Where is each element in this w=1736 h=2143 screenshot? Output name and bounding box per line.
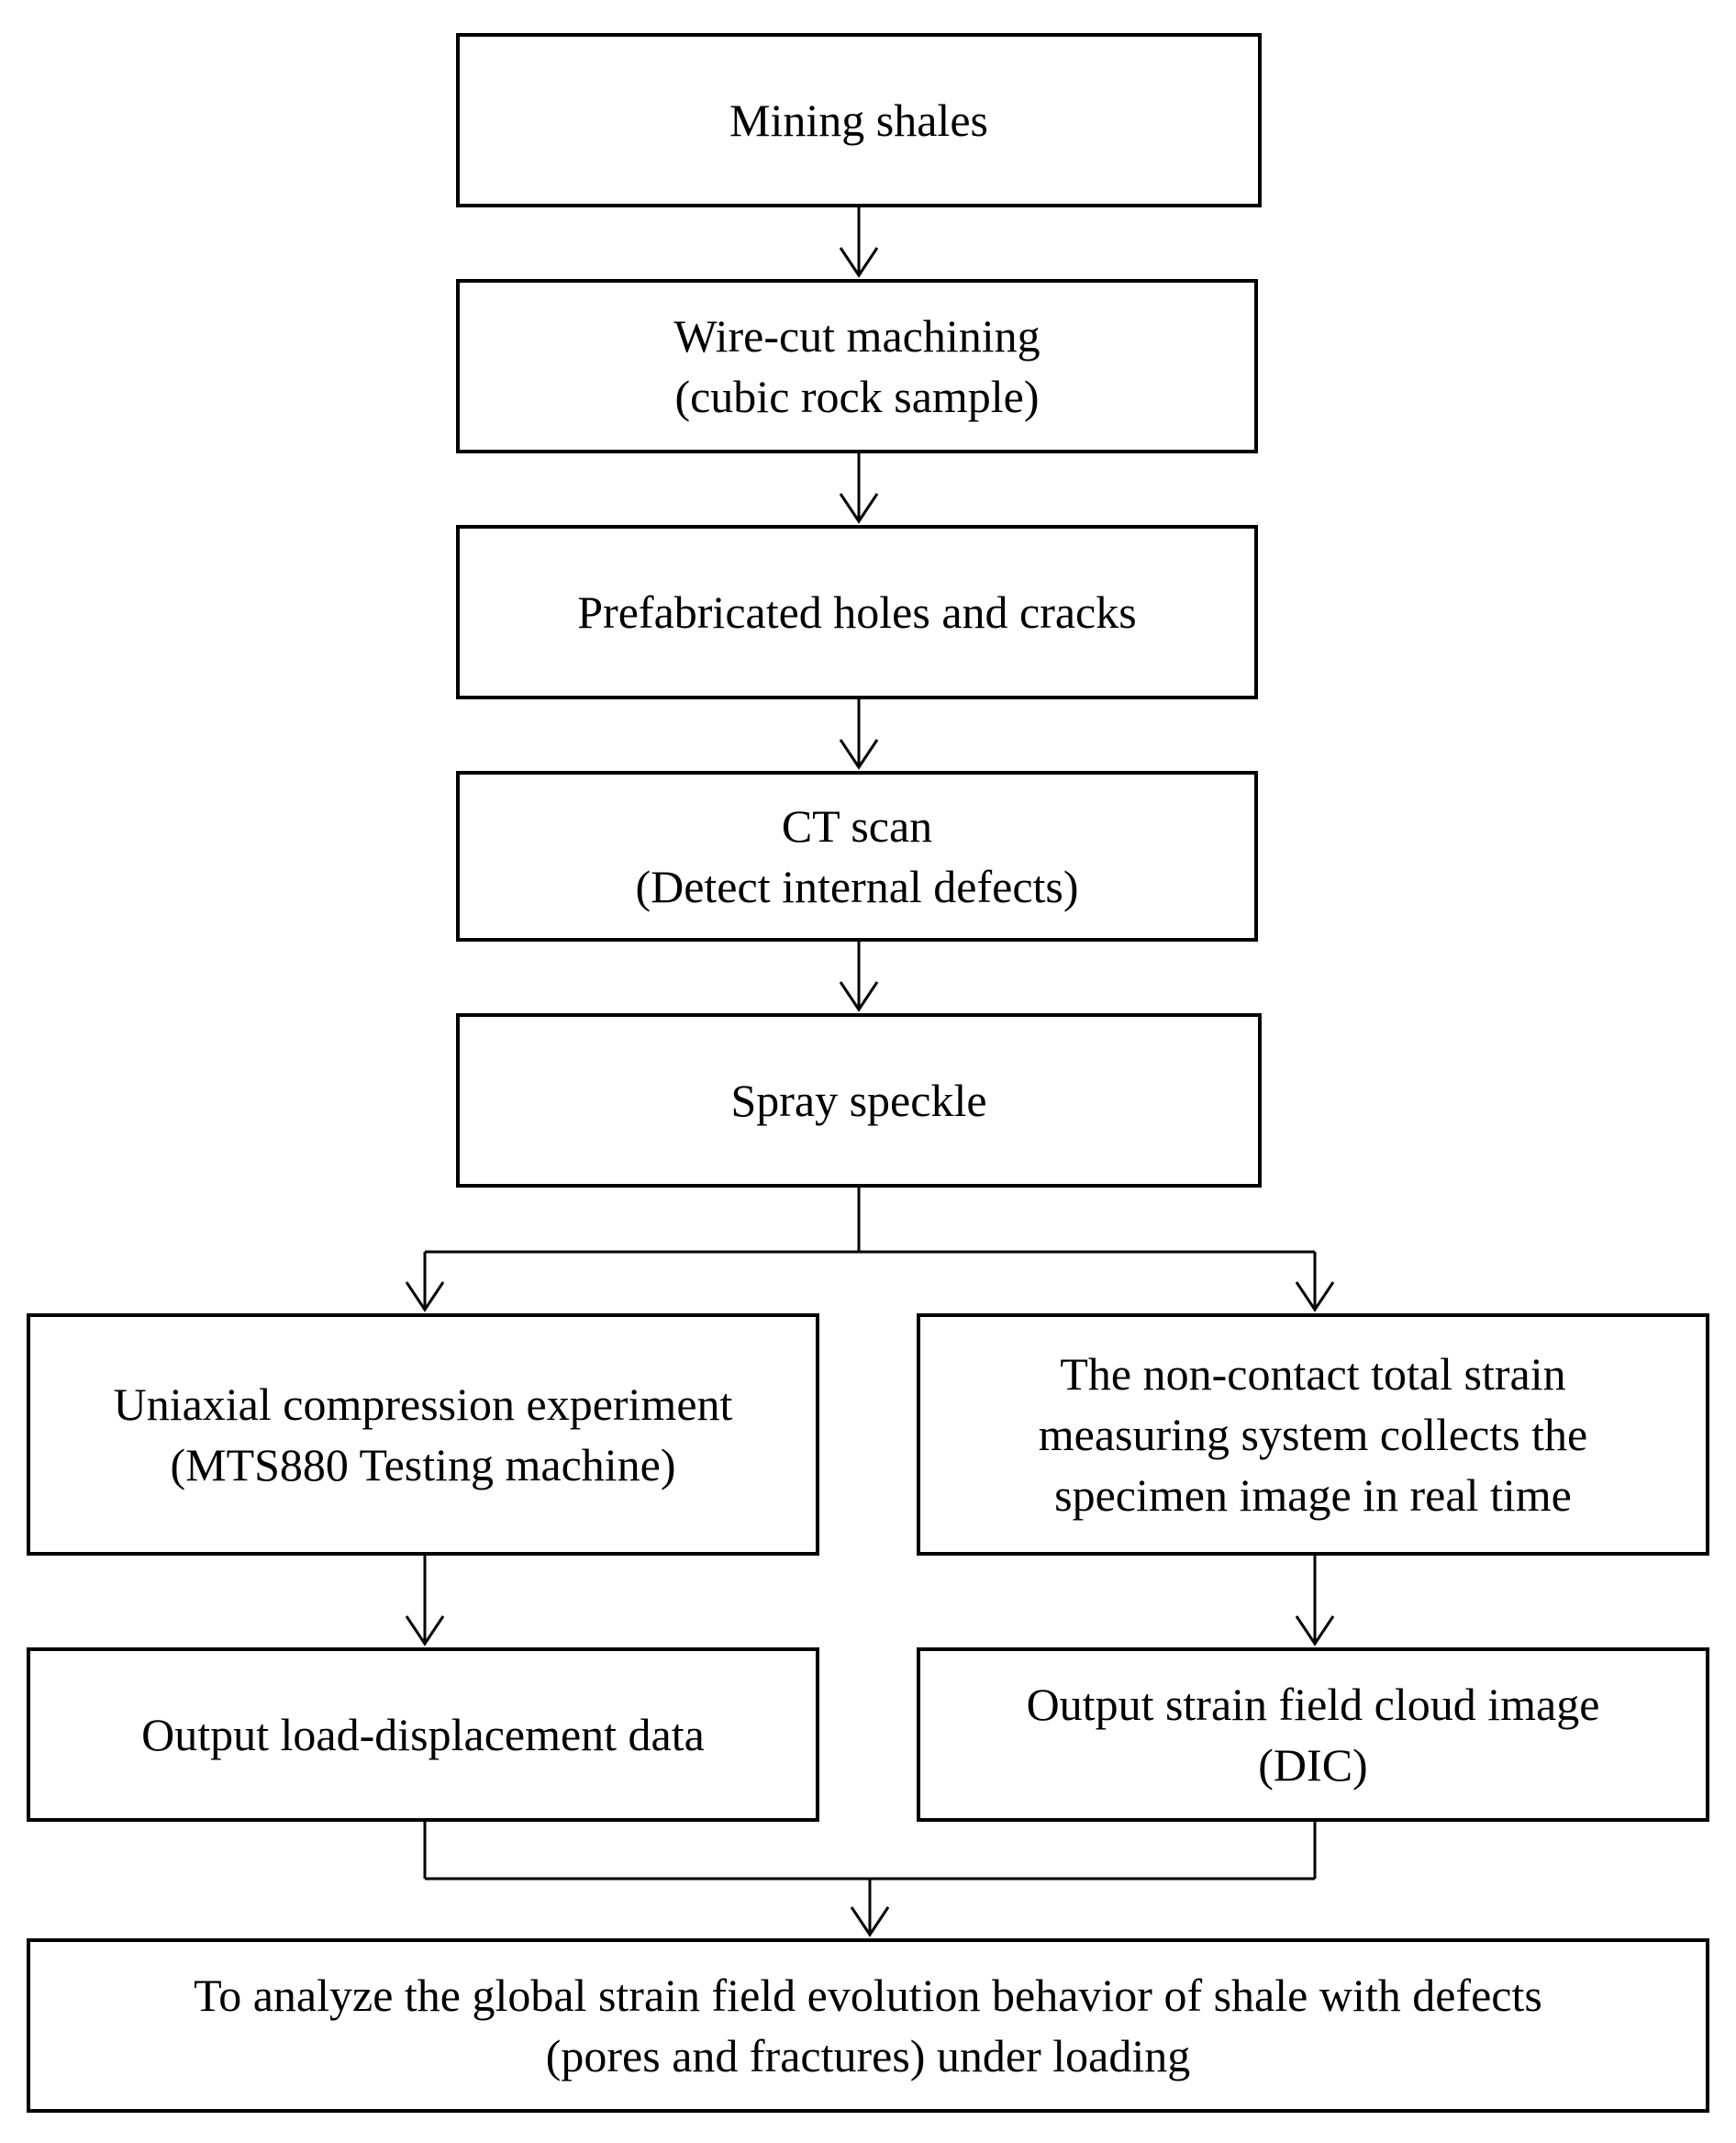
node-sublabel: (DIC) bbox=[1258, 1739, 1368, 1791]
node-sublabel: (Detect internal defects) bbox=[635, 861, 1079, 912]
node-uniaxial-compression: Uniaxial compression experiment (MTS880 … bbox=[27, 1313, 819, 1556]
node-label: Wire-cut machining bbox=[673, 310, 1040, 362]
arrowhead bbox=[850, 1906, 890, 1937]
node-prefabricated-holes: Prefabricated holes and cracks bbox=[456, 525, 1258, 699]
arrowhead bbox=[839, 981, 879, 1012]
arrowhead bbox=[839, 493, 879, 524]
node-label: Uniaxial compression experiment bbox=[113, 1378, 733, 1430]
arrowhead bbox=[839, 247, 879, 278]
node-sublabel: (cubic rock sample) bbox=[674, 371, 1040, 422]
arrowhead bbox=[1295, 1615, 1335, 1646]
node-label-line-3: specimen image in real time bbox=[1054, 1469, 1572, 1521]
arrowhead bbox=[1295, 1281, 1335, 1312]
node-label: Output strain field cloud image bbox=[1026, 1679, 1600, 1730]
node-sublabel: (pores and fractures) under loading bbox=[545, 2030, 1191, 2082]
arrowhead bbox=[405, 1281, 445, 1312]
node-label: Prefabricated holes and cracks bbox=[577, 586, 1137, 638]
node-label-line-2: measuring system collects the bbox=[1038, 1409, 1588, 1460]
node-mining-shales: Mining shales bbox=[456, 33, 1262, 207]
node-label: To analyze the global strain field evolu… bbox=[194, 1970, 1542, 2021]
node-load-displacement-output: Output load-displacement data bbox=[27, 1647, 819, 1822]
node-spray-speckle: Spray speckle bbox=[456, 1013, 1262, 1188]
node-label: Output load-displacement data bbox=[141, 1709, 705, 1760]
node-label: CT scan bbox=[781, 800, 933, 852]
node-sublabel: (MTS880 Testing machine) bbox=[170, 1439, 676, 1490]
node-non-contact-measuring: The non-contact total strain measuring s… bbox=[917, 1313, 1709, 1556]
node-label: Spray speckle bbox=[730, 1075, 987, 1126]
arrowhead bbox=[405, 1615, 445, 1646]
node-ct-scan: CT scan (Detect internal defects) bbox=[456, 771, 1258, 942]
node-label: The non-contact total strain bbox=[1060, 1348, 1566, 1400]
arrowhead bbox=[839, 739, 879, 770]
node-analyze-strain-evolution: To analyze the global strain field evolu… bbox=[27, 1938, 1709, 2113]
node-strain-field-output: Output strain field cloud image (DIC) bbox=[917, 1647, 1709, 1822]
node-wire-cut-machining: Wire-cut machining (cubic rock sample) bbox=[456, 279, 1258, 453]
node-label: Mining shales bbox=[729, 95, 988, 146]
